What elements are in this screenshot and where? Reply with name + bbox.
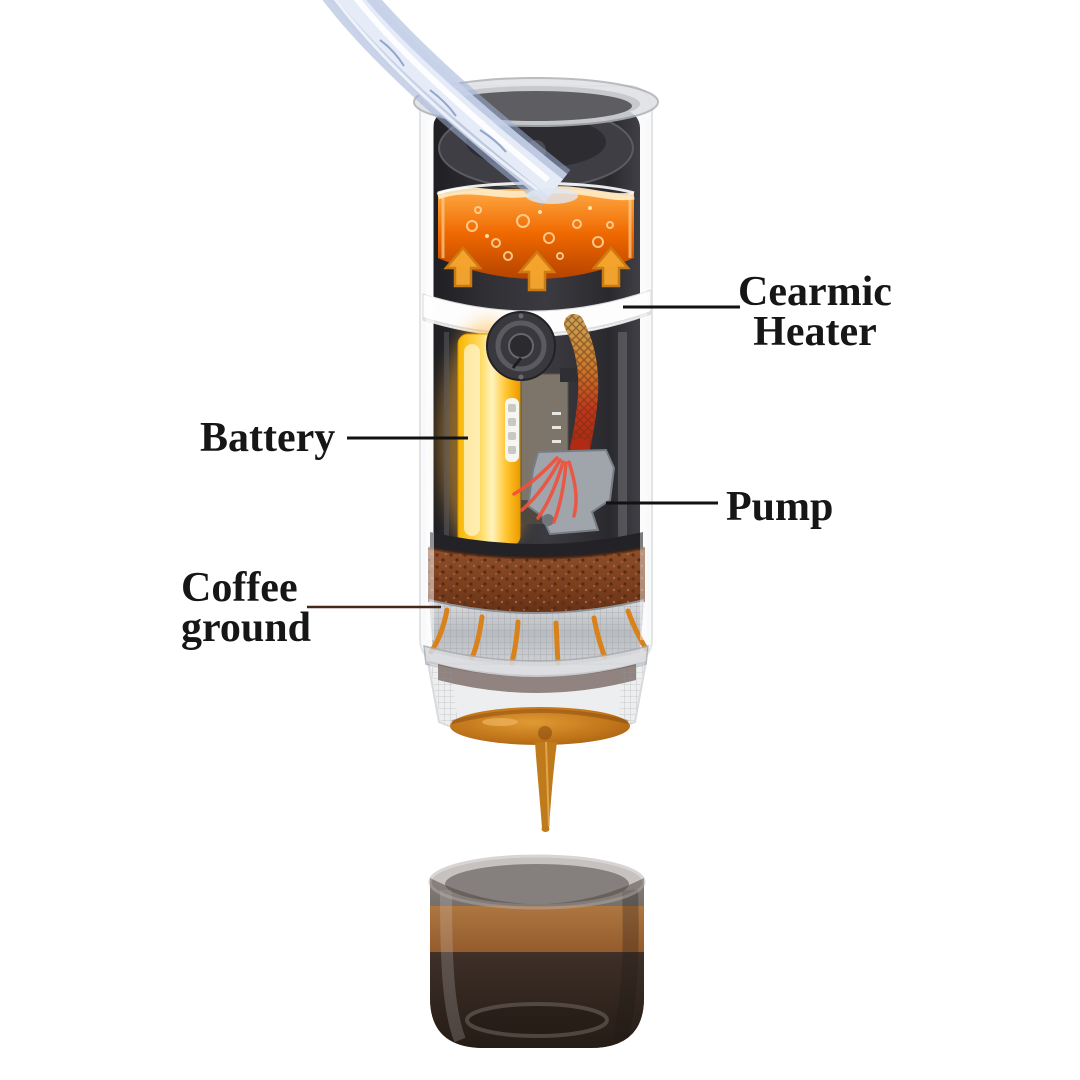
led-indicator-strip xyxy=(505,398,519,462)
espresso-pool xyxy=(450,707,630,745)
coffee-ground-band xyxy=(427,546,646,615)
pump-flow-lines xyxy=(512,456,578,524)
label-ceramic-heater: Cearmic Heater xyxy=(738,269,892,355)
bubbles xyxy=(466,206,614,261)
espresso-cup xyxy=(428,854,646,1048)
label-pump: Pump xyxy=(726,484,834,530)
espresso-drip-stream xyxy=(535,741,557,832)
bottom-cap xyxy=(426,660,648,745)
water-tank xyxy=(436,181,635,279)
label-battery: Battery xyxy=(200,415,336,461)
pump-dial xyxy=(486,311,556,381)
label-coffee-ground: Coffee ground xyxy=(181,565,311,651)
water-stream xyxy=(322,0,578,206)
pump-bracket xyxy=(512,448,616,536)
filter-mesh-band xyxy=(428,599,649,666)
coffee-in-cup xyxy=(430,952,644,1048)
engine-room xyxy=(439,311,627,560)
crema-band xyxy=(430,906,644,954)
